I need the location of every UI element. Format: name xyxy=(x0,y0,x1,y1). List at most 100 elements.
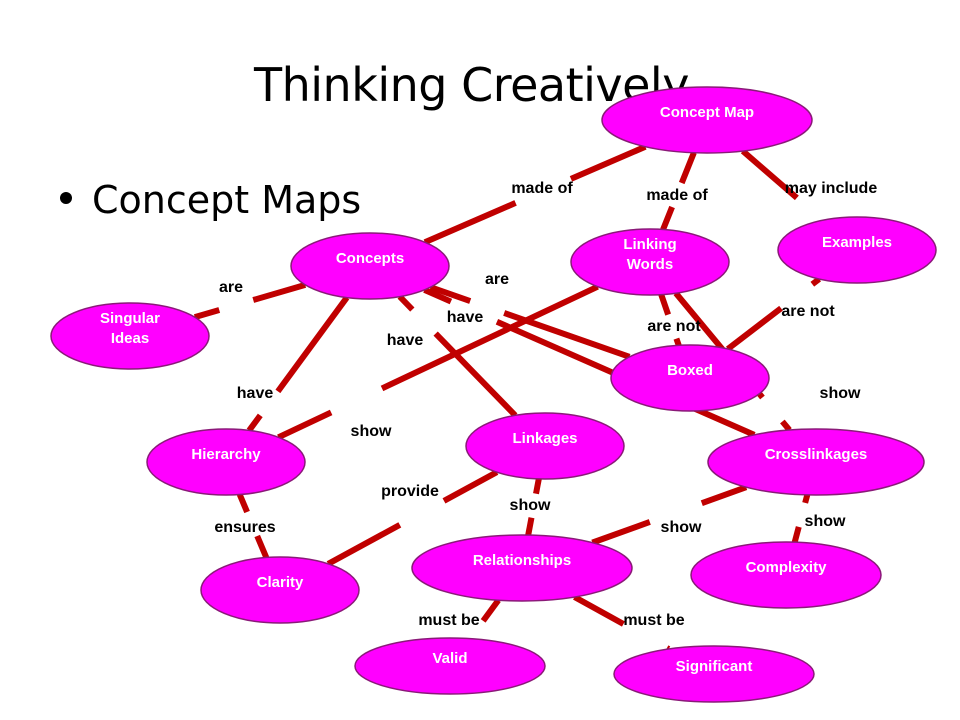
edge-line xyxy=(433,331,518,418)
edge-label: show xyxy=(805,513,846,530)
node-label: Linking xyxy=(623,236,676,253)
bullet-dot-icon xyxy=(60,192,72,204)
node-label: Words xyxy=(627,256,673,273)
edge-linkages-to-relationships xyxy=(525,478,542,536)
edge-label: are xyxy=(485,271,509,288)
node-label: Hierarchy xyxy=(191,446,261,463)
node-relationships: Relationships xyxy=(411,534,633,602)
bullet-text: Concept Maps xyxy=(92,178,362,222)
node-shape xyxy=(290,232,450,300)
node-boxed: Boxed xyxy=(610,344,770,412)
node-shape xyxy=(610,344,770,412)
edge-linkages-to-clarity xyxy=(326,469,499,567)
edge-line xyxy=(423,287,453,305)
node-hierarchy: Hierarchy xyxy=(146,428,306,496)
node-shape xyxy=(411,534,633,602)
edge-line xyxy=(678,151,697,185)
edge-hierarchy-to-clarity xyxy=(236,493,270,559)
edge-line xyxy=(525,517,535,536)
edge-line xyxy=(533,478,542,495)
node-label: Linkages xyxy=(512,430,577,447)
node-label: Crosslinkages xyxy=(765,446,868,463)
edge-label: are not xyxy=(647,318,701,335)
edge-label: made of xyxy=(511,180,573,197)
edge-line xyxy=(673,337,682,347)
node-label: Concept Map xyxy=(660,104,754,121)
edge-label: made of xyxy=(646,187,708,204)
node-shape xyxy=(50,302,210,370)
node-significant: Significant xyxy=(613,645,815,703)
edge-label: may include xyxy=(785,180,878,197)
node-label: Clarity xyxy=(257,574,304,591)
edge-line xyxy=(442,469,499,504)
edge-line xyxy=(573,594,625,627)
node-label: Valid xyxy=(432,650,467,667)
edge-line xyxy=(429,284,472,304)
edge-label: show xyxy=(351,423,392,440)
node-label: Singular xyxy=(100,310,160,327)
edge-label: are not xyxy=(781,303,835,320)
node-complexity: Complexity xyxy=(690,541,882,609)
edge-line xyxy=(423,200,517,245)
edge-line xyxy=(275,295,350,394)
edge-label: have xyxy=(237,385,274,402)
edge-line xyxy=(658,293,671,316)
edge-label: are xyxy=(219,279,243,296)
edge-label: show xyxy=(510,497,551,514)
node-concepts: Concepts xyxy=(290,232,450,300)
node-shape xyxy=(777,216,937,284)
edge-label: have xyxy=(447,309,484,326)
edge-line xyxy=(791,526,802,543)
node-label: Significant xyxy=(676,658,753,675)
edge-crosslinkages-to-relationships xyxy=(591,484,748,546)
node-label: Ideas xyxy=(111,330,149,347)
edge-concept-map-to-linking-words xyxy=(660,151,697,231)
edge-line xyxy=(660,205,675,231)
edge-relationships-to-valid xyxy=(480,598,501,623)
edge-line xyxy=(380,283,599,392)
node-examples: Examples xyxy=(777,216,937,284)
edge-line xyxy=(397,294,415,312)
node-valid: Valid xyxy=(354,637,546,695)
node-crosslinkages: Crosslinkages xyxy=(707,428,925,496)
node-shape xyxy=(570,228,730,296)
edge-line xyxy=(236,493,250,514)
edge-concepts-to-singular-ideas xyxy=(193,282,307,320)
node-shape xyxy=(613,645,815,703)
node-shape xyxy=(465,412,625,480)
edge-concept-map-to-concepts xyxy=(423,143,647,245)
node-shape xyxy=(354,637,546,695)
edge-linking-words-to-hierarchy xyxy=(277,283,599,441)
edge-linking-words-to-boxed xyxy=(658,293,682,347)
node-label: Complexity xyxy=(746,559,828,576)
edge-line xyxy=(591,519,651,546)
edge-line xyxy=(277,409,333,441)
node-shape xyxy=(146,428,306,496)
edge-label: ensures xyxy=(214,519,275,536)
node-concept-map: Concept Map xyxy=(601,86,813,154)
node-label: Relationships xyxy=(473,552,571,569)
edge-line xyxy=(569,143,647,182)
edge-label: provide xyxy=(381,483,439,500)
node-label: Examples xyxy=(822,234,892,251)
edge-line xyxy=(246,413,263,433)
edge-concepts-to-linkages xyxy=(397,294,518,418)
edge-concepts-to-hierarchy xyxy=(246,295,350,433)
edge-line xyxy=(810,276,822,287)
edge-label: must be xyxy=(418,612,479,629)
edge-crosslinkages-to-complexity xyxy=(791,494,811,543)
node-shape xyxy=(601,86,813,154)
edge-line xyxy=(700,484,748,506)
edge-line xyxy=(802,494,811,504)
edge-concept-map-to-examples xyxy=(740,148,799,201)
edge-label: show xyxy=(820,385,861,402)
edge-line xyxy=(193,307,221,320)
node-clarity: Clarity xyxy=(200,556,360,624)
edge-line xyxy=(740,148,799,201)
